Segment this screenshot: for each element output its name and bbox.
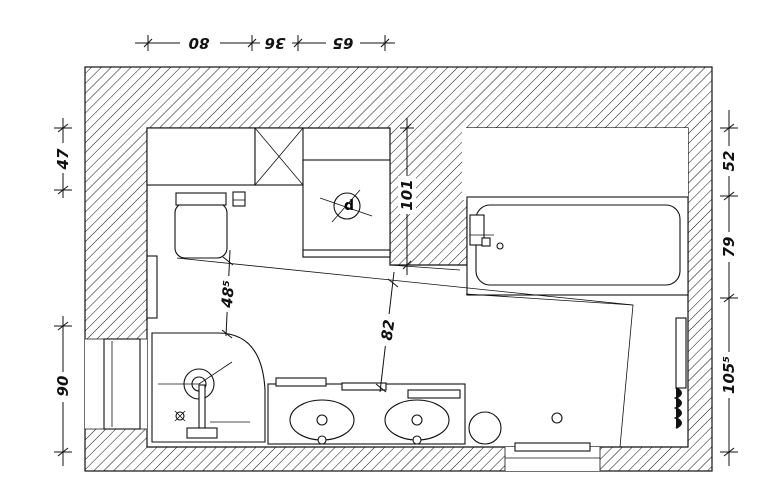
dim-left-47: 47 xyxy=(54,148,72,170)
appliance-label: p xyxy=(344,198,354,214)
top-right-recess xyxy=(462,128,688,200)
dim-top-65: 65 xyxy=(333,34,354,52)
dim-left-90: 90 xyxy=(54,376,72,397)
floor-drain-icon xyxy=(551,412,563,424)
inner-dimensions: 101 48⁵ 82 xyxy=(218,118,416,393)
dim-top-80: 80 xyxy=(189,34,210,52)
left-radiator xyxy=(146,255,158,319)
radiator xyxy=(673,317,687,429)
dim-inner-82: 82 xyxy=(378,318,399,341)
vanity xyxy=(267,377,466,445)
bin-icon xyxy=(468,411,502,445)
bottom-door xyxy=(504,442,601,471)
bathtub xyxy=(466,196,689,296)
dim-right-52: 52 xyxy=(720,151,738,172)
dim-inner-48: 48⁵ xyxy=(218,280,238,310)
right-dimension-line: 52 79 105⁵ xyxy=(720,110,738,466)
dim-top-36: 36 xyxy=(265,34,286,52)
left-dimension-line: 47 90 xyxy=(54,118,72,466)
dim-inner-101: 101 xyxy=(398,179,416,210)
dim-right-79: 79 xyxy=(720,237,738,258)
left-door xyxy=(85,338,147,430)
dim-right-105: 105⁵ xyxy=(720,356,738,394)
ceiling-slope xyxy=(176,257,634,448)
top-dimension-line: 80 36 65 xyxy=(135,33,395,52)
wall-cabinet xyxy=(146,127,304,186)
shower xyxy=(151,332,266,443)
washing-machine: p xyxy=(302,159,391,258)
toilet xyxy=(174,191,246,259)
